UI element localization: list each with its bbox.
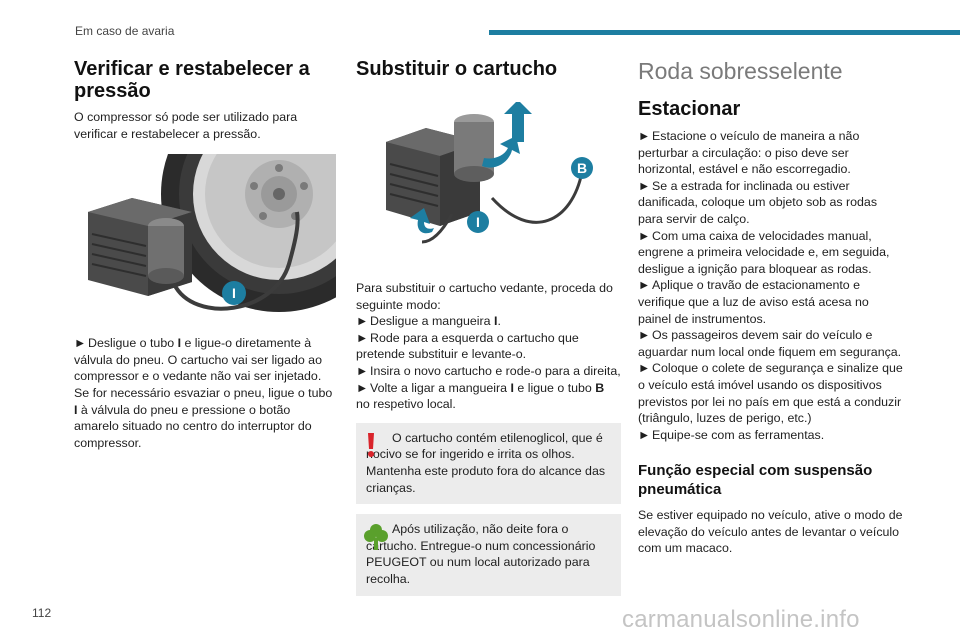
intro-text: Para substituir o cartucho vedante, proc…	[356, 281, 613, 312]
column-check-pressure: Verificar e restabelecer a pressão O com…	[74, 58, 336, 451]
cartridge-figure: B I	[382, 102, 602, 252]
step-brake: ►Aplique o travão de estacionamento e ve…	[638, 278, 869, 326]
eco-tree-icon	[364, 524, 388, 551]
figure-label-i: I	[476, 214, 480, 230]
intro-text: O compressor só pode ser utilizado para …	[74, 110, 298, 141]
step-4: ►Volte a ligar a mangueira I e ligue o t…	[356, 380, 605, 412]
step-2: ►Rode para a esquerda o cartucho que pre…	[356, 330, 579, 362]
bullet-arrow-icon: ►	[356, 330, 369, 345]
section-title: Verificar e restabelecer a pressão	[74, 58, 310, 102]
bullet-arrow-icon: ►	[638, 129, 651, 143]
step-passengers: ►Os passageiros devem sair do veículo e …	[638, 328, 902, 359]
bullet-arrow-icon: ►	[638, 328, 651, 343]
column-replace-cartridge: Substituir o cartucho B	[356, 58, 621, 596]
page-number: 112	[32, 606, 52, 620]
bullet-arrow-icon: ►	[356, 380, 369, 395]
section-title: Substituir o cartucho	[356, 58, 558, 80]
step-1: ►Desligue a mangueira I.	[356, 314, 501, 329]
column-spare-wheel: Roda sobresselente Estacionar ►Estacione…	[638, 58, 903, 557]
step-gear: ►Com uma caixa de velocidades manual, en…	[638, 228, 890, 276]
warning-exclamation-icon	[368, 432, 374, 457]
chapter-title: Roda sobresselente	[638, 58, 843, 84]
bullet-arrow-icon: ►	[356, 314, 369, 329]
bullet-arrow-icon: ►	[74, 336, 87, 351]
step-tools: ►Equipe-se com as ferramentas.	[638, 427, 825, 442]
step-3: ►Insira o novo cartucho e rode-o para a …	[356, 363, 621, 378]
eco-text: Após utilização, não deite fora o cartuc…	[366, 522, 596, 586]
bullet-arrow-icon: ►	[638, 178, 651, 193]
bullet-arrow-icon: ►	[638, 278, 651, 293]
figure-label-i: I	[232, 285, 236, 301]
bullet-arrow-icon: ►	[356, 363, 369, 378]
section-title: Estacionar	[638, 98, 741, 120]
step-vest: ►Coloque o colete de segurança e sinaliz…	[638, 361, 903, 426]
eco-note: Após utilização, não deite fora o cartuc…	[356, 514, 621, 596]
bullet-arrow-icon: ►	[638, 427, 651, 442]
running-header: Em caso de avaria	[75, 24, 175, 38]
warning-note: O cartucho contém etilenoglicol, que é n…	[356, 422, 621, 505]
header-accent-bar	[489, 30, 960, 35]
bullet-arrow-icon: ►	[638, 228, 651, 243]
step-park: ►Estacione o veículo de maneira a não pe…	[638, 129, 860, 177]
compressor-figure: I	[74, 154, 336, 318]
warning-text: O cartucho contém etilenoglicol, que é n…	[366, 430, 606, 495]
bullet-arrow-icon: ►	[638, 361, 651, 376]
deflate-text: Se for necessário esvaziar o pneu, ligue…	[74, 385, 333, 450]
step-chock: ►Se a estrada for inclinada ou estiver d…	[638, 178, 878, 226]
air-suspension-text: Se estiver equipado no veículo, ative o …	[638, 508, 903, 556]
figure-label-b: B	[577, 160, 587, 176]
watermark: carmanualsonline.info	[622, 606, 860, 633]
step-disconnect: ►Desligue o tubo I e ligue-o diretamente…	[74, 336, 322, 384]
subsection-title: Função especial com suspensão pneumática	[638, 462, 873, 499]
